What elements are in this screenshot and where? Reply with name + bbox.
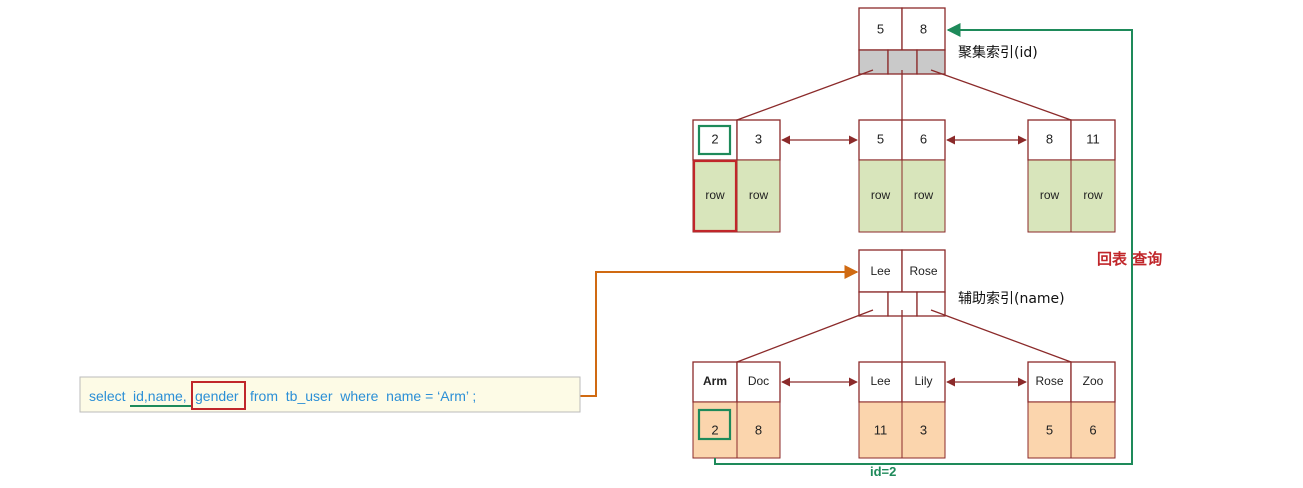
clustered-leaf-key: 3 <box>755 131 762 146</box>
row-cell: row <box>749 188 769 202</box>
clustered-leaf-3: 8 11 row row <box>1027 119 1116 233</box>
clustered-root-key: 5 <box>877 21 884 36</box>
sql-statement-box: select id,name, gender from tb_user wher… <box>79 376 581 413</box>
back-to-table-arrow <box>714 23 1133 465</box>
pointer-line <box>930 309 1072 363</box>
id-cell: 5 <box>1046 422 1053 437</box>
clustered-leaf-key: 5 <box>877 131 884 146</box>
clustered-leaf-key: 6 <box>920 131 927 146</box>
id-cell: 3 <box>920 422 927 437</box>
secondary-leaf-key: Zoo <box>1083 374 1104 388</box>
secondary-leaf-key: Rose <box>1035 374 1063 388</box>
clustered-leaf-key: 8 <box>1046 131 1053 146</box>
clustered-root-key: 8 <box>920 21 927 36</box>
clustered-root-node: 5 8 <box>858 7 946 75</box>
row-cell: row <box>1083 188 1103 202</box>
query-to-index-arrow <box>580 265 859 397</box>
gender-highlight-box <box>191 381 246 410</box>
clustered-leaf-1: 2 3 row row <box>692 119 781 233</box>
secondary-leaf-key: Lily <box>914 374 932 388</box>
pointer-line <box>736 69 874 121</box>
id-cell: 6 <box>1089 422 1096 437</box>
secondary-leaf-1: Arm Doc 2 8 <box>692 361 781 459</box>
id-cell: 2 <box>711 422 718 437</box>
pointer-line <box>736 309 874 363</box>
sql-selected-columns: id,name, <box>133 388 187 404</box>
clustered-leaf-key: 11 <box>1086 131 1100 146</box>
id-cell: 11 <box>874 422 888 437</box>
highlight-id-box <box>697 124 732 156</box>
row-cell: row <box>1040 188 1060 202</box>
highlight-id-box <box>697 408 732 441</box>
clustered-leaf-2: 5 6 row row <box>858 119 946 233</box>
secondary-root-key: Rose <box>909 264 937 278</box>
sql-from-where-clause: from tb_user where name = ‘Arm’ ; <box>250 388 476 404</box>
pointer-line <box>930 69 1072 121</box>
row-cell: row <box>705 188 725 202</box>
id-equals-label: id=2 <box>870 464 896 479</box>
clustered-leaf-key: 2 <box>711 131 718 146</box>
clustered-index-label: 聚集索引(id) <box>958 44 1038 61</box>
back-to-table-label: 回表 查询 <box>1097 250 1162 268</box>
row-cell: row <box>914 188 934 202</box>
row-cell: row <box>871 188 891 202</box>
secondary-root-key: Lee <box>870 264 890 278</box>
sql-gender-column: gender <box>195 388 239 404</box>
secondary-index-label: 辅助索引(name) <box>958 290 1065 307</box>
id-cell: 8 <box>755 422 762 437</box>
secondary-leaf-3: Rose Zoo 5 6 <box>1027 361 1116 459</box>
secondary-leaf-key: Lee <box>870 374 890 388</box>
secondary-root-node: Lee Rose <box>858 249 946 317</box>
sql-select-keyword: select <box>89 388 126 404</box>
secondary-leaf-key: Doc <box>748 374 769 388</box>
secondary-leaf-2: Lee Lily 11 3 <box>858 361 946 459</box>
highlight-row-box <box>692 159 738 233</box>
secondary-leaf-key: Arm <box>703 374 727 388</box>
